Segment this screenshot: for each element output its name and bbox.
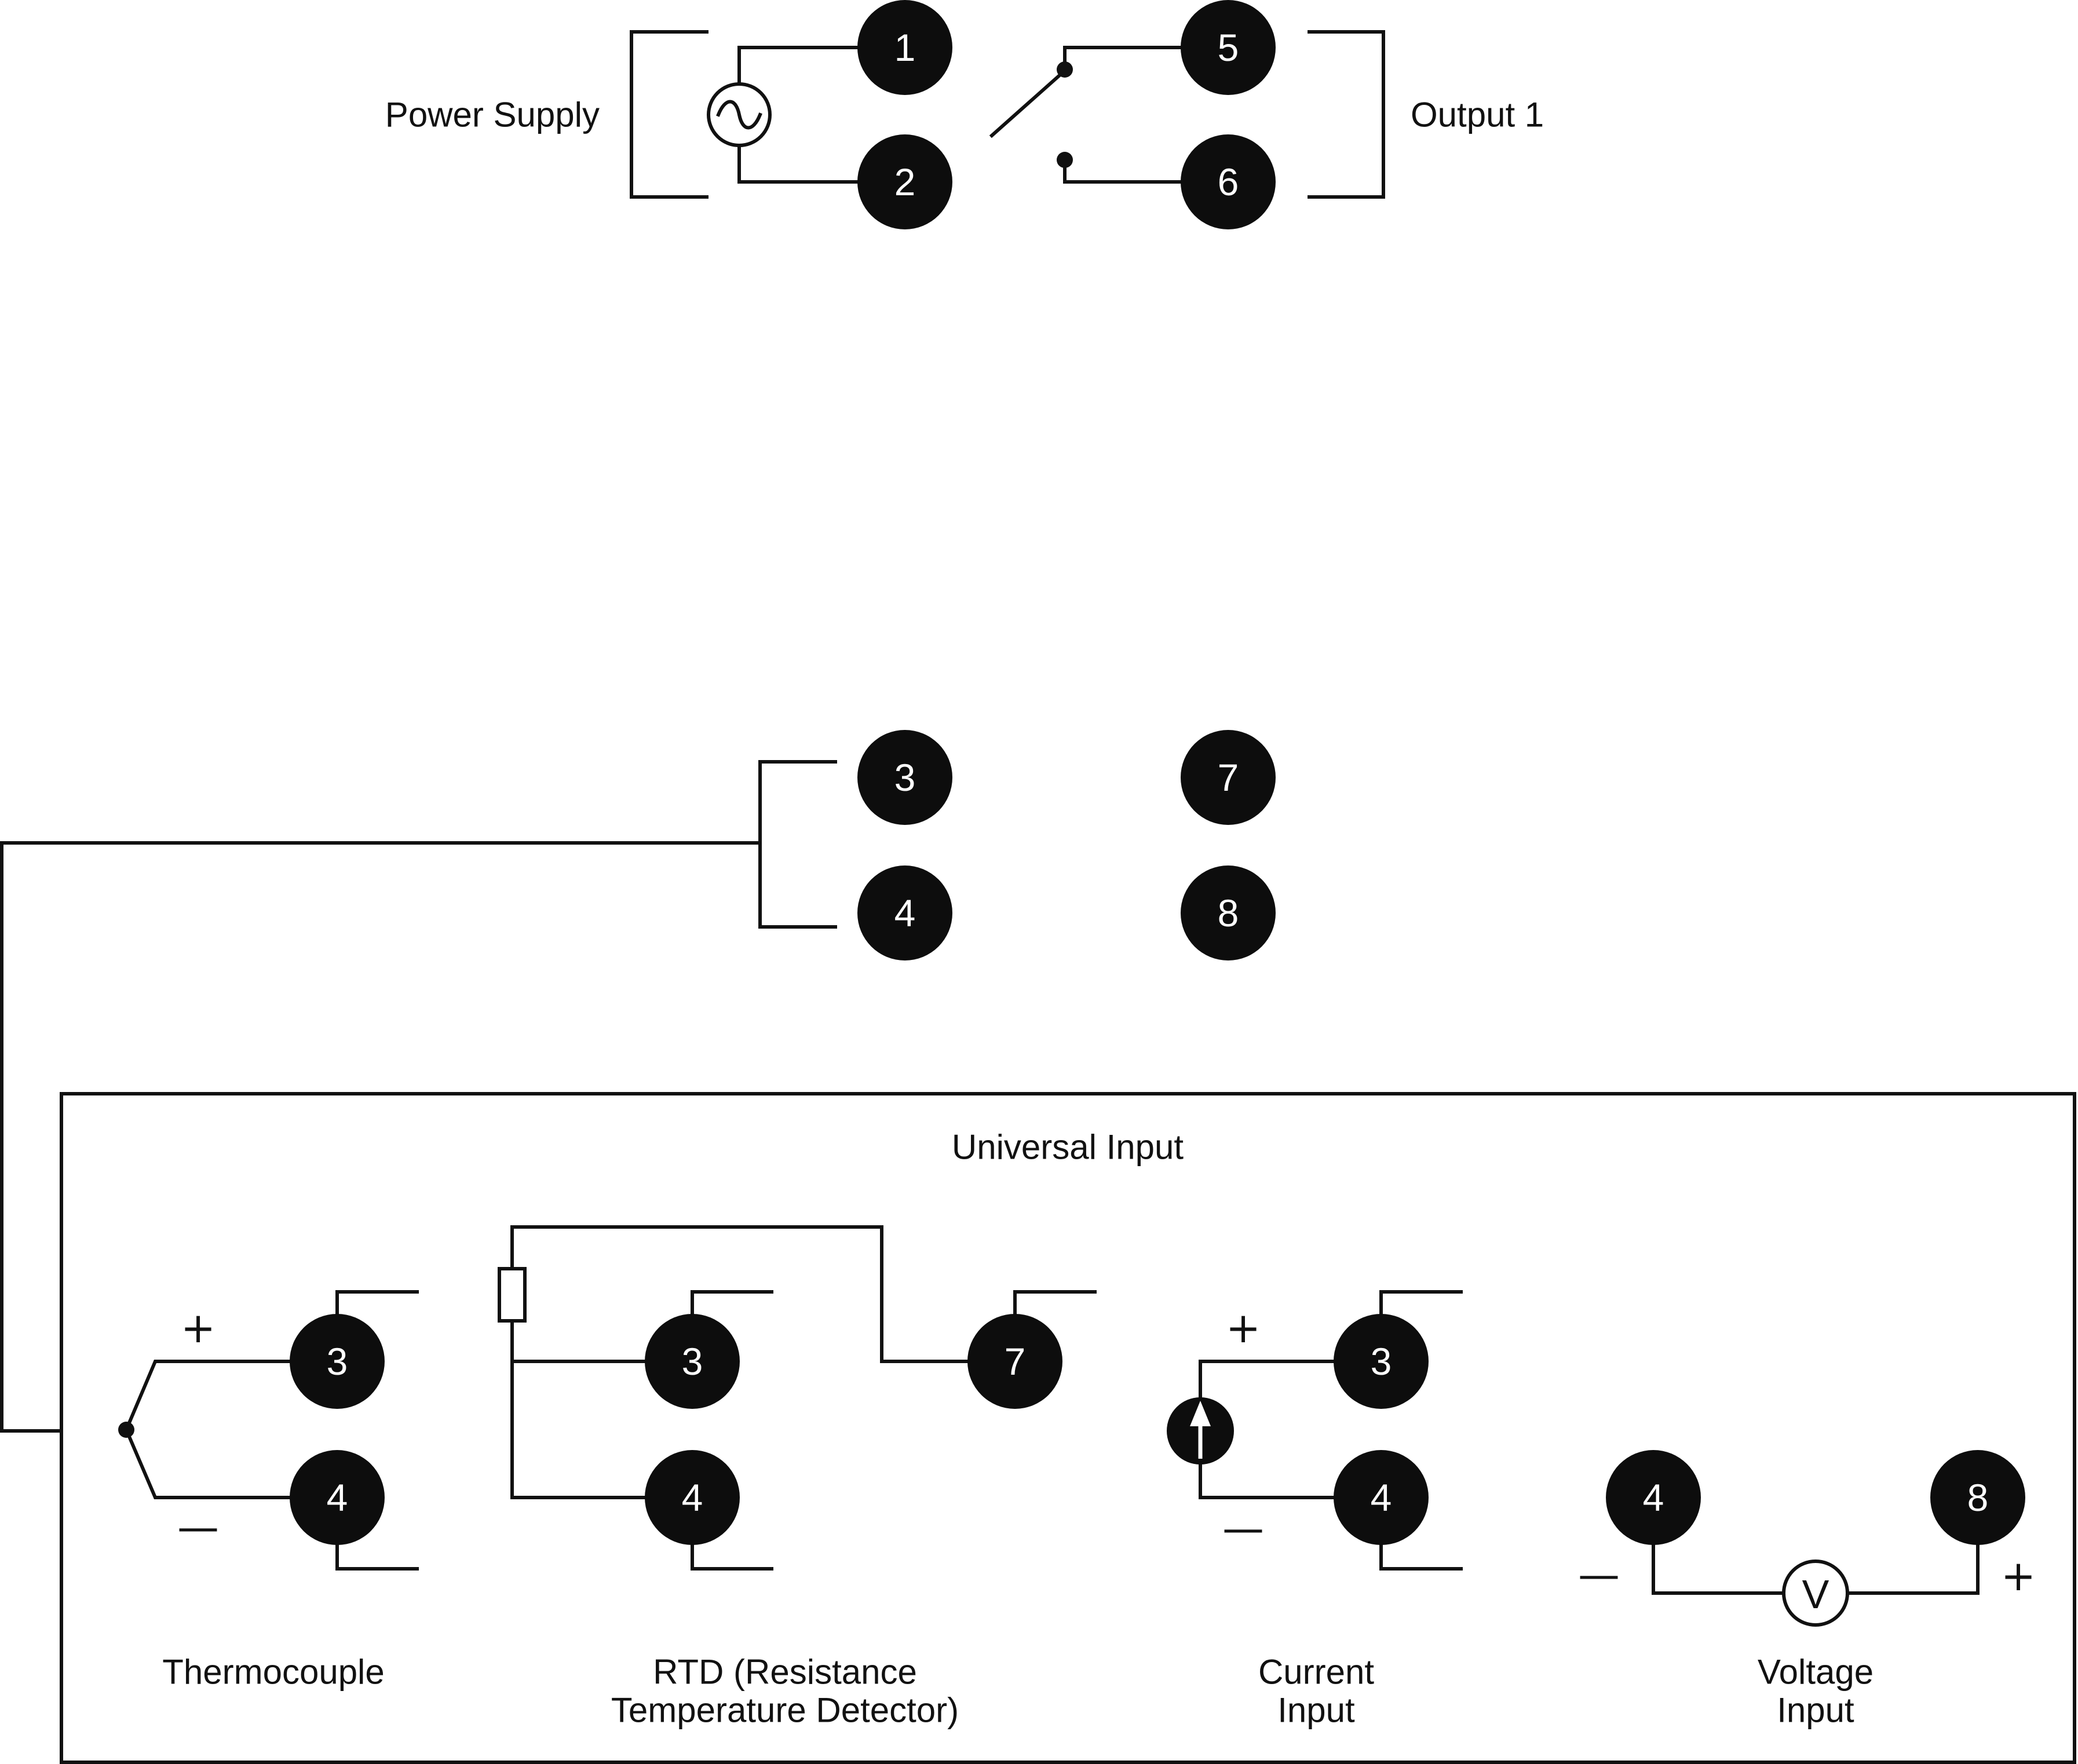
- rtd-terminal-3: 3: [645, 1314, 740, 1409]
- power-supply-label: Power Supply: [385, 96, 600, 134]
- thermocouple-terminal-4: 4: [290, 1450, 385, 1545]
- current-wire-minus: [1199, 1462, 1346, 1499]
- terminal-3: 3: [857, 730, 952, 825]
- terminal-4: 4: [857, 865, 952, 960]
- terminal-6: 6: [1181, 134, 1276, 229]
- power-wire-bottom: [737, 141, 859, 184]
- voltage-terminal-8-label: 8: [1967, 1476, 1989, 1519]
- current-terminal-4-label: 4: [1371, 1476, 1392, 1519]
- resistor-icon: [498, 1267, 527, 1323]
- current-terminal-4: 4: [1334, 1450, 1429, 1545]
- current-label-line2: Input: [1277, 1691, 1355, 1730]
- thermocouple-diagram: + — 3 4 Thermocouple: [118, 1290, 419, 1692]
- relay-switch-arm: [989, 68, 1068, 138]
- current-plus-sign: +: [1226, 1303, 1261, 1352]
- relay-wire-bottom: [1063, 159, 1184, 184]
- terminal-8-label: 8: [1218, 892, 1239, 934]
- rtd-diagram: 3 4 7 RTD (Resistance Temperature Detect…: [498, 1225, 1097, 1730]
- power-wire-top: [737, 46, 859, 89]
- output-1-section: 5 6 Output 1: [989, 0, 1544, 229]
- relay-contact-bottom: [1057, 152, 1073, 168]
- terminal-2-label: 2: [894, 160, 916, 203]
- terminal-3-label: 3: [894, 756, 916, 799]
- rtd-terminal-3-label: 3: [682, 1340, 703, 1383]
- voltage-terminal-4: 4: [1606, 1450, 1701, 1545]
- voltmeter-symbol: V: [1802, 1572, 1829, 1617]
- relay-wire-top: [1063, 46, 1184, 71]
- relay-contact-top: [1057, 61, 1073, 78]
- current-minus-sign: —: [1222, 1504, 1264, 1553]
- terminal-2: 2: [857, 134, 952, 229]
- thermocouple-terminal-4-label: 4: [327, 1476, 348, 1519]
- universal-input-frame: [60, 1092, 2076, 1764]
- thermocouple-wire-plus: [124, 1360, 291, 1432]
- rtd-terminal-7-label: 7: [1005, 1340, 1026, 1383]
- thermocouple-junction: [118, 1422, 134, 1438]
- output-1-label: Output 1: [1411, 96, 1544, 134]
- terminal-4-label: 4: [894, 892, 916, 934]
- thermocouple-plus-sign: +: [181, 1303, 216, 1352]
- terminal-6-label: 6: [1218, 160, 1239, 203]
- current-terminal-3: 3: [1334, 1314, 1429, 1409]
- rtd-terminal-7: 7: [967, 1314, 1062, 1409]
- current-terminal-3-label: 3: [1371, 1340, 1392, 1383]
- terminal-7-label: 7: [1218, 756, 1239, 799]
- ac-source-icon: [707, 82, 772, 147]
- voltage-label-line2: Input: [1777, 1691, 1854, 1730]
- thermocouple-wire-minus: [124, 1427, 291, 1499]
- input-bracket: [758, 760, 837, 929]
- input-leader-line: [0, 841, 762, 1433]
- thermocouple-terminal-3: 3: [290, 1314, 385, 1409]
- terminal-1: 1: [857, 0, 952, 95]
- thermocouple-terminal-3-label: 3: [327, 1340, 348, 1383]
- thermocouple-minus-sign: —: [177, 1503, 219, 1551]
- output-1-bracket: [1308, 30, 1385, 199]
- current-label-line1: Current: [1258, 1653, 1374, 1692]
- terminal-5: 5: [1181, 0, 1276, 95]
- rtd-label-line2: Temperature Detector): [611, 1691, 959, 1730]
- voltage-label-line1: Voltage: [1758, 1653, 1874, 1692]
- universal-input-panel: Universal Input + — 3 4 Thermocouple: [60, 1092, 2076, 1764]
- rtd-label-line1: RTD (Resistance: [653, 1653, 917, 1692]
- voltage-terminal-4-label: 4: [1643, 1476, 1664, 1519]
- rtd-wire-top: [510, 1225, 987, 1363]
- terminal-7: 7: [1181, 730, 1276, 825]
- universal-input-title: Universal Input: [952, 1128, 1184, 1167]
- thermocouple-label: Thermocouple: [162, 1653, 385, 1692]
- voltage-input-diagram: V 4 8 — + Voltage Input: [1578, 1450, 2036, 1730]
- voltage-minus-sign: —: [1578, 1550, 1620, 1599]
- voltmeter-icon: V: [1782, 1560, 1849, 1627]
- terminal-5-label: 5: [1218, 26, 1239, 69]
- power-supply-bracket: [630, 30, 709, 199]
- current-input-diagram: + — 3 4 Current Input: [1167, 1290, 1463, 1730]
- terminal-1-label: 1: [894, 26, 916, 69]
- rtd-terminal-4-label: 4: [682, 1476, 703, 1519]
- input-terminal-block: 3 4 7 8: [0, 730, 1276, 1433]
- voltage-terminal-8: 8: [1930, 1450, 2025, 1545]
- power-supply-section: Power Supply 1 2: [385, 0, 952, 229]
- voltage-plus-sign: +: [2001, 1551, 2036, 1600]
- rtd-wire-main: [510, 1319, 648, 1499]
- current-source-icon: [1167, 1397, 1234, 1464]
- rtd-terminal-4: 4: [645, 1450, 740, 1545]
- current-wire-plus: [1199, 1360, 1346, 1398]
- terminal-8: 8: [1181, 865, 1276, 960]
